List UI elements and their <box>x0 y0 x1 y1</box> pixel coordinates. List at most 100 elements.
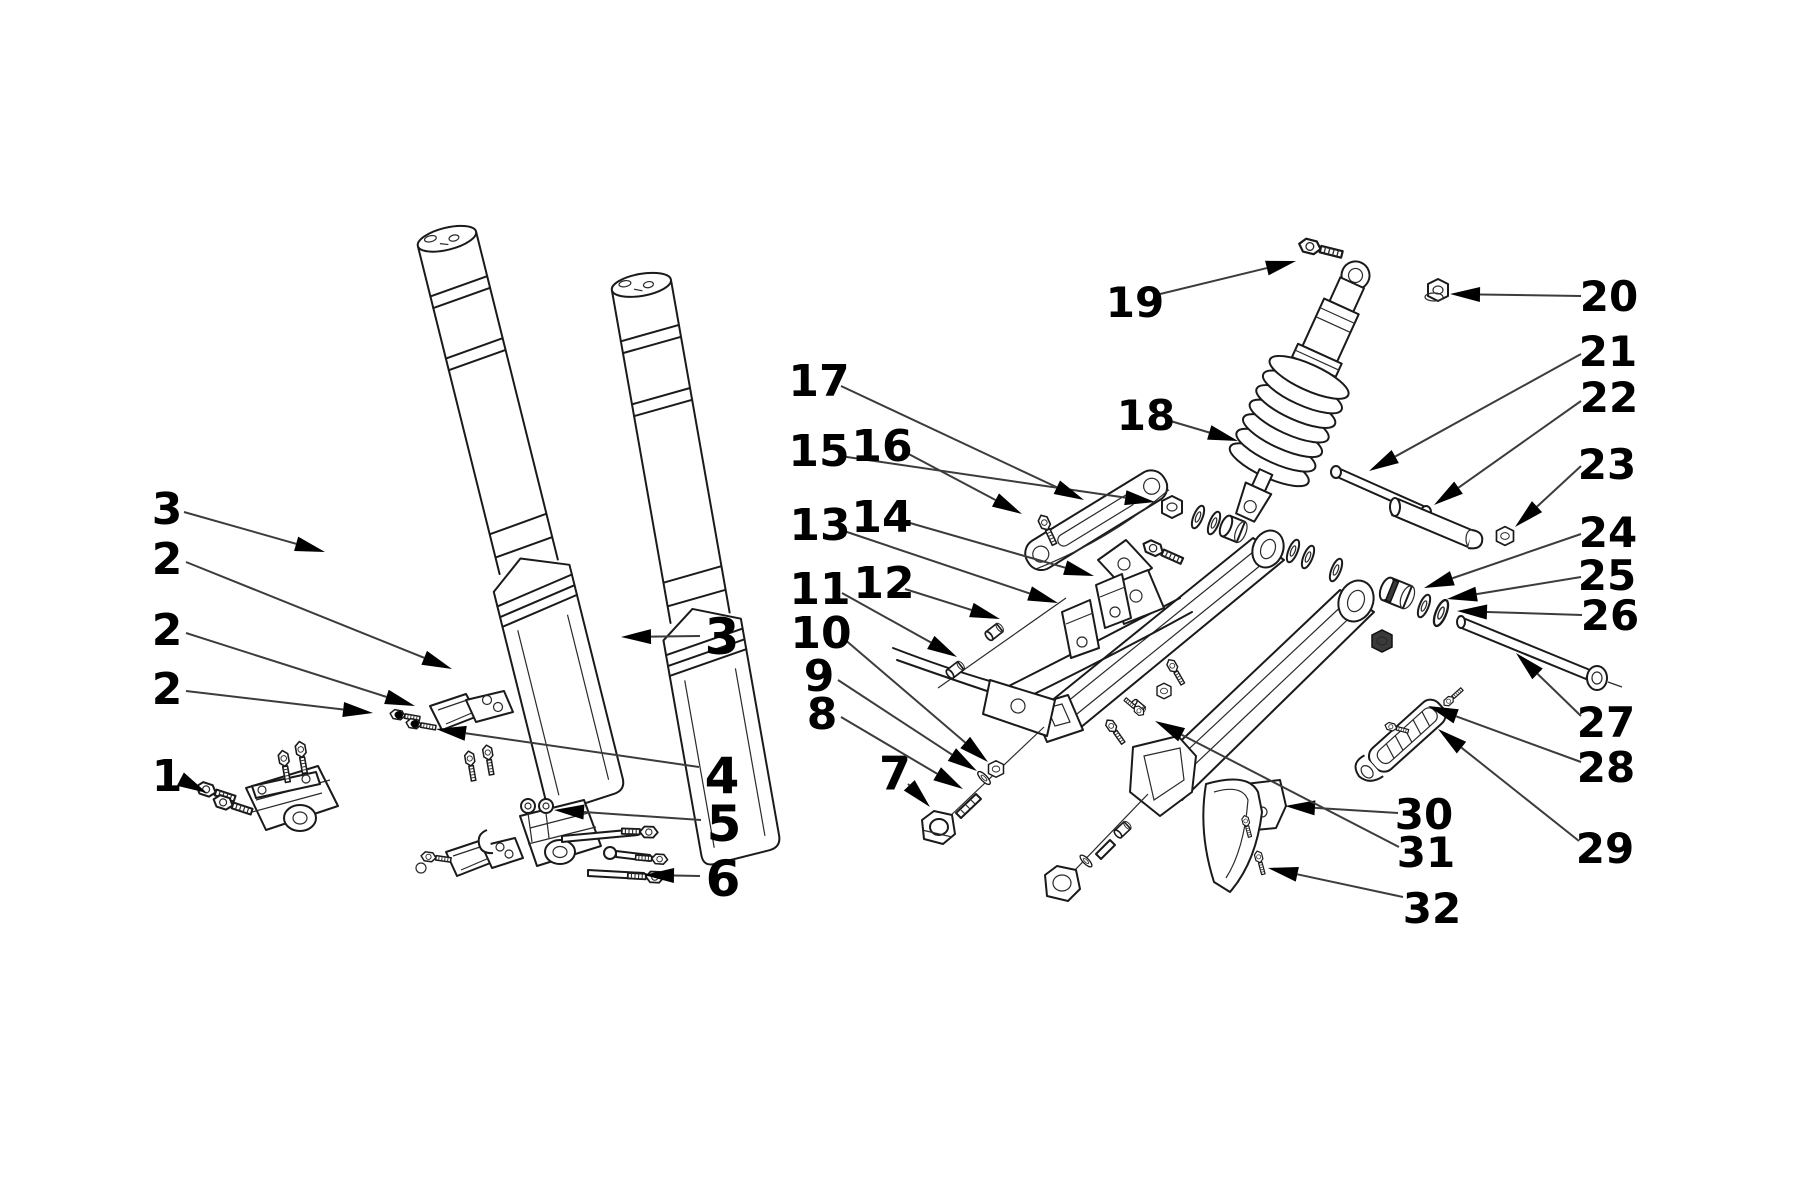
leader-line <box>1479 293 1582 297</box>
leader-arrowhead <box>384 689 415 706</box>
leader-arrowhead <box>294 536 325 552</box>
leader-arrowhead <box>1516 653 1543 680</box>
callout-number: 1 <box>152 751 183 802</box>
leader-arrowhead <box>342 702 373 717</box>
leader-line <box>1394 353 1582 458</box>
leader-arrowhead <box>1434 481 1463 505</box>
leader-line <box>839 455 1126 499</box>
callout-number: 29 <box>1576 824 1634 873</box>
leader-arrowhead <box>1063 560 1094 576</box>
leader-line <box>1297 873 1404 898</box>
leader-arrowhead <box>933 767 963 789</box>
callout-30-32: 30 <box>1285 790 1453 839</box>
leader-arrowhead <box>1515 501 1543 527</box>
callout-11-13: 11 <box>789 564 957 657</box>
leader-line <box>1155 267 1268 296</box>
leader-line <box>842 637 966 744</box>
leader-arrowhead <box>1447 586 1478 602</box>
callout-number: 18 <box>1117 391 1175 440</box>
callout-number: 19 <box>1106 278 1164 327</box>
callout-number: 25 <box>1578 551 1636 600</box>
callout-9-11: 9 <box>804 651 977 771</box>
leader-arrowhead <box>1424 571 1455 588</box>
callout-29-31: 29 <box>1438 729 1634 873</box>
callout-25-27: 25 <box>1447 551 1636 602</box>
rear-axle-hardware <box>1044 793 1149 902</box>
leader-arrowhead <box>947 748 977 771</box>
callout-number: 31 <box>1397 828 1455 877</box>
leader-line <box>1457 400 1582 489</box>
leader-arrowhead <box>1428 706 1459 724</box>
callout-16-18: 16 <box>851 421 1022 514</box>
leader-line <box>837 679 953 756</box>
leader-arrowhead <box>960 736 988 762</box>
callout-5-7: 5 <box>554 795 741 853</box>
callout-number: 23 <box>1578 440 1636 489</box>
leader-line <box>185 632 387 698</box>
callout-number: 14 <box>851 492 912 543</box>
leader-arrowhead <box>1207 425 1238 441</box>
callout-14-16: 14 <box>851 492 1094 576</box>
shock-top-bolt <box>1296 236 1345 262</box>
leader-line <box>907 783 910 787</box>
callout-20-22: 20 <box>1450 272 1638 321</box>
leader-line <box>840 716 938 775</box>
leader-line <box>1455 715 1582 763</box>
callout-2-2: 2 <box>152 605 415 706</box>
callout-number: 2 <box>152 534 183 585</box>
leader-arrowhead <box>1369 449 1399 471</box>
callout-6-8: 6 <box>644 850 740 908</box>
callout-number: 27 <box>1577 698 1635 747</box>
leader-line <box>1452 533 1582 580</box>
callout-number: 11 <box>789 564 850 615</box>
leader-line <box>650 635 701 638</box>
leader-arrowhead <box>1124 490 1155 506</box>
callout-27-29: 27 <box>1516 653 1635 747</box>
callout-number: 2 <box>152 664 183 715</box>
leader-arrowhead <box>969 602 1000 619</box>
leader-arrowhead <box>1457 604 1488 620</box>
callout-26-28: 26 <box>1457 591 1639 640</box>
callout-number: 2 <box>152 605 183 656</box>
callout-number: 24 <box>1579 508 1637 557</box>
callout-number: 13 <box>789 500 850 551</box>
leader-arrowhead <box>176 772 207 793</box>
leader-line <box>902 450 996 501</box>
callout-number: 12 <box>853 558 914 609</box>
leader-arrowhead <box>436 725 467 741</box>
callout-13-15: 13 <box>789 500 1058 603</box>
callout-number: 20 <box>1580 272 1638 321</box>
callout-4-6: 4 <box>436 725 739 805</box>
leader-line <box>840 529 1030 595</box>
callout-2-3: 2 <box>152 664 373 717</box>
callout-number: 30 <box>1395 790 1453 839</box>
leader-line <box>465 732 700 768</box>
leader-arrowhead <box>1265 260 1296 276</box>
callout-number: 22 <box>1580 373 1638 422</box>
leader-line <box>1181 733 1400 848</box>
callout-number: 15 <box>788 426 849 477</box>
leader-arrowhead <box>621 629 652 645</box>
pivot-washers-and-bushings <box>1161 495 1453 629</box>
leader-arrowhead <box>554 804 585 820</box>
leader-line <box>1536 465 1582 508</box>
chain-adjuster <box>921 597 1067 845</box>
leader-arrowhead <box>1027 586 1058 603</box>
leader-line <box>1460 746 1580 842</box>
leader-arrowhead <box>644 868 675 884</box>
leader-arrowhead <box>903 780 930 807</box>
callout-3-4: 3 <box>152 484 325 552</box>
leader-arrowhead <box>1438 729 1467 754</box>
front-fork-assembly <box>193 217 784 884</box>
shock-absorber <box>1228 260 1371 523</box>
callout-32-34: 32 <box>1268 866 1461 933</box>
fork-axle-clamp-left <box>193 739 339 832</box>
callout-18-20: 18 <box>1117 391 1238 441</box>
callout-15-17: 15 <box>788 426 1155 506</box>
leader-line <box>841 592 932 644</box>
hose-guide-brackets <box>1061 573 1132 659</box>
callout-number: 9 <box>804 651 835 702</box>
